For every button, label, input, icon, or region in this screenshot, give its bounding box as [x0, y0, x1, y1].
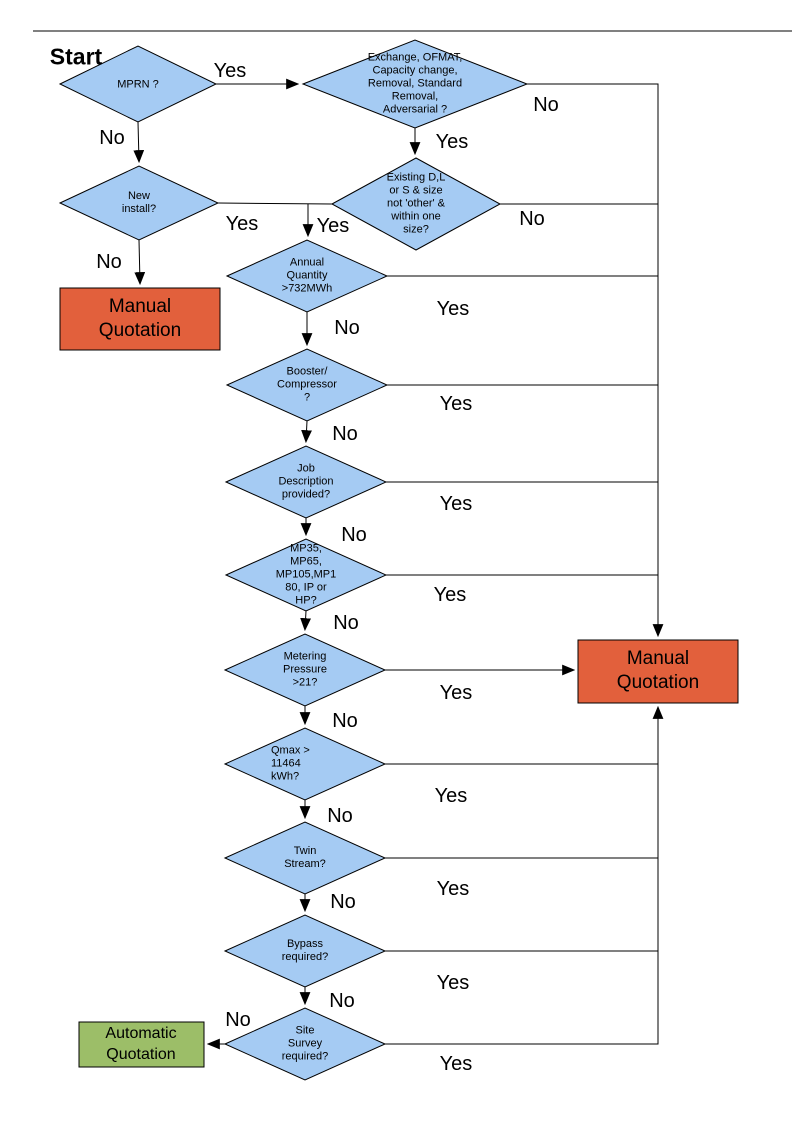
connector-new-install-manual-left — [134, 239, 146, 286]
edge-label-exchange-no: No — [533, 94, 559, 116]
edge-label-twin-stream-yes: Yes — [436, 878, 470, 900]
edge-label-job-description-no: No — [341, 524, 367, 546]
decision-existing-size-label: Existing D,L or S & size not 'other' & w… — [386, 171, 446, 236]
decision-new-install — [58, 165, 220, 241]
decision-booster — [225, 348, 389, 422]
decision-annual-quantity-label: Annual Quantity >732MWh — [281, 256, 333, 295]
edge-label-qmax-yes: Yes — [434, 785, 468, 807]
decision-metering-pressure-label: Metering Pressure >21? — [282, 650, 328, 689]
edge-label-site-survey-yes: Yes — [439, 1053, 473, 1075]
connector-booster-job — [301, 420, 312, 444]
outcome-manual-quotation-left — [59, 287, 221, 351]
decision-exchange-label: Exchange, OFMAT, Capacity change, Remova… — [367, 51, 463, 116]
edge-label-bypass-yes: Yes — [436, 972, 470, 994]
edge-label-new-install-no: No — [96, 251, 122, 273]
decision-pressure-tier-label: MP35, MP65, MP105,MP1 80, IP or HP? — [275, 542, 337, 607]
connector-exchange-manual-right — [527, 83, 664, 638]
edge-label-booster-yes: Yes — [439, 393, 473, 415]
connector-mprn-new-install — [133, 121, 145, 164]
decision-exchange — [301, 39, 529, 129]
start-label: Start — [49, 43, 103, 70]
decision-bypass — [223, 914, 387, 988]
edge-label-exchange-yes: Yes — [435, 131, 469, 153]
decision-mprn — [58, 45, 218, 123]
edge-label-twin-stream-no: No — [330, 891, 356, 913]
edge-label-metering-pressure-yes: Yes — [439, 682, 473, 704]
outcome-manual-quotation-right-label: Manual Quotation — [616, 648, 700, 693]
decision-qmax-label: Qmax > 11464 kWh? — [271, 744, 310, 783]
decision-mprn-label: MPRN ? — [117, 78, 159, 91]
outcome-automatic-quotation-label: Automatic Quotation — [105, 1025, 177, 1063]
edge-label-bypass-no: No — [329, 990, 355, 1012]
edge-label-metering-pressure-no: No — [332, 710, 358, 732]
decision-bypass-label: Bypass required? — [281, 938, 329, 963]
decision-pressure-tier — [224, 538, 388, 612]
edge-label-pressure-tier-yes: Yes — [433, 584, 467, 606]
connector-site-survey-manual-right — [385, 705, 664, 1045]
decision-metering-pressure — [223, 633, 387, 707]
edge-label-annual-quantity-yes: Yes — [436, 298, 470, 320]
edge-label-mprn-no: No — [99, 127, 125, 149]
edge-label-annual-quantity-no: No — [334, 317, 360, 339]
connector-pressure-tier-metering — [300, 610, 312, 632]
decision-job-description — [224, 445, 388, 519]
outcome-manual-quotation-right — [577, 639, 739, 704]
decision-annual-quantity — [225, 239, 389, 313]
edge-label-job-description-yes: Yes — [439, 493, 473, 515]
edge-label-existing-yes: Yes — [316, 215, 350, 237]
connector-new-install-existing-merge — [217, 202, 333, 205]
decision-new-install-label: New install? — [121, 190, 157, 215]
edge-label-booster-no: No — [332, 423, 358, 445]
edge-label-mprn-yes: Yes — [213, 60, 247, 82]
outcome-automatic-quotation — [78, 1021, 205, 1068]
decision-twin-stream — [223, 821, 387, 895]
decision-site-survey-label: Site Survey required? — [281, 1024, 329, 1063]
decision-job-description-label: Job Description provided? — [278, 462, 334, 501]
edge-label-new-install-yes: Yes — [225, 213, 259, 235]
edge-label-existing-no: No — [519, 208, 545, 230]
decision-booster-label: Booster/ Compressor ? — [277, 365, 337, 404]
decision-qmax — [223, 727, 387, 801]
decision-site-survey — [223, 1007, 387, 1081]
edge-label-pressure-tier-no: No — [333, 612, 359, 634]
decision-twin-stream-label: Twin Stream? — [284, 845, 326, 870]
decision-existing-size — [330, 157, 502, 251]
outcome-manual-quotation-left-label: Manual Quotation — [98, 296, 182, 341]
edge-label-qmax-no: No — [327, 805, 353, 827]
edge-label-site-survey-no: No — [225, 1009, 251, 1031]
